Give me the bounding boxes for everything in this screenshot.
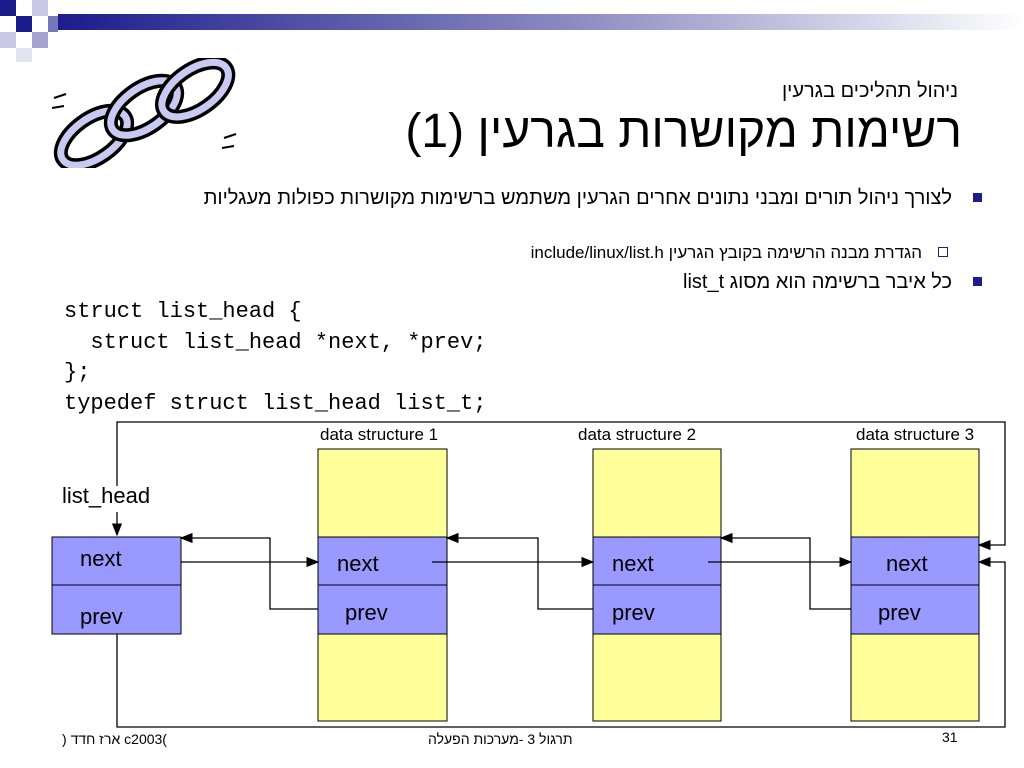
head-link-line (116, 421, 1006, 551)
next-field: next (80, 546, 122, 571)
bullet-item: לצורך ניהול תורים ומבני נתונים אחרים הגר… (192, 186, 982, 210)
prev-field: prev (80, 604, 123, 629)
data-structure-label: data structure 2 (578, 425, 697, 444)
prev-field: prev (345, 600, 388, 625)
next-field: next (886, 551, 928, 576)
bullet-text: לצורך ניהול תורים ומבני נתונים אחרים הגר… (203, 187, 952, 209)
hollow-square-icon (938, 247, 948, 257)
bullet-square-icon (973, 193, 982, 202)
sub-bullet-text: הגדרת מבנה הרשימה בקובץ הגרעין include/l… (530, 243, 922, 262)
data-structure-label: data structure 3 (856, 425, 975, 444)
bullet-square-icon (973, 277, 982, 286)
slide-title: רשימות מקושרות בגרעין (1) (405, 105, 962, 158)
prev-field: prev (878, 600, 921, 625)
chain-icon (51, 58, 237, 168)
data-structure-label: data structure 1 (320, 425, 439, 444)
code-line: typedef struct list_head list_t; (64, 391, 487, 416)
sub-bullet-item: הגדרת מבנה הרשימה בקובץ הגרעין include/l… (530, 241, 948, 265)
code-line: struct list_head *next, *prev; (64, 330, 487, 355)
prev-field: prev (612, 600, 655, 625)
code-line: struct list_head { (64, 299, 302, 324)
list-head-label: list_head (62, 483, 151, 508)
bullet-text: כל איבר ברשימה הוא מסוג list_t (683, 271, 952, 293)
page-number: 31 (942, 729, 958, 745)
code-line: }; (64, 360, 91, 385)
slide-subtitle: ניהול תהליכים בגרעין (781, 80, 958, 102)
next-field: next (612, 551, 654, 576)
bullet-item: כל איבר ברשימה הוא מסוג list_t (683, 270, 982, 294)
header-decoration (0, 0, 1024, 62)
next-field: next (337, 551, 379, 576)
footer-course: תרגול 3 -מערכות הפעלה (428, 731, 573, 747)
footer-author: ) ארז חדד c2003( (62, 731, 167, 747)
